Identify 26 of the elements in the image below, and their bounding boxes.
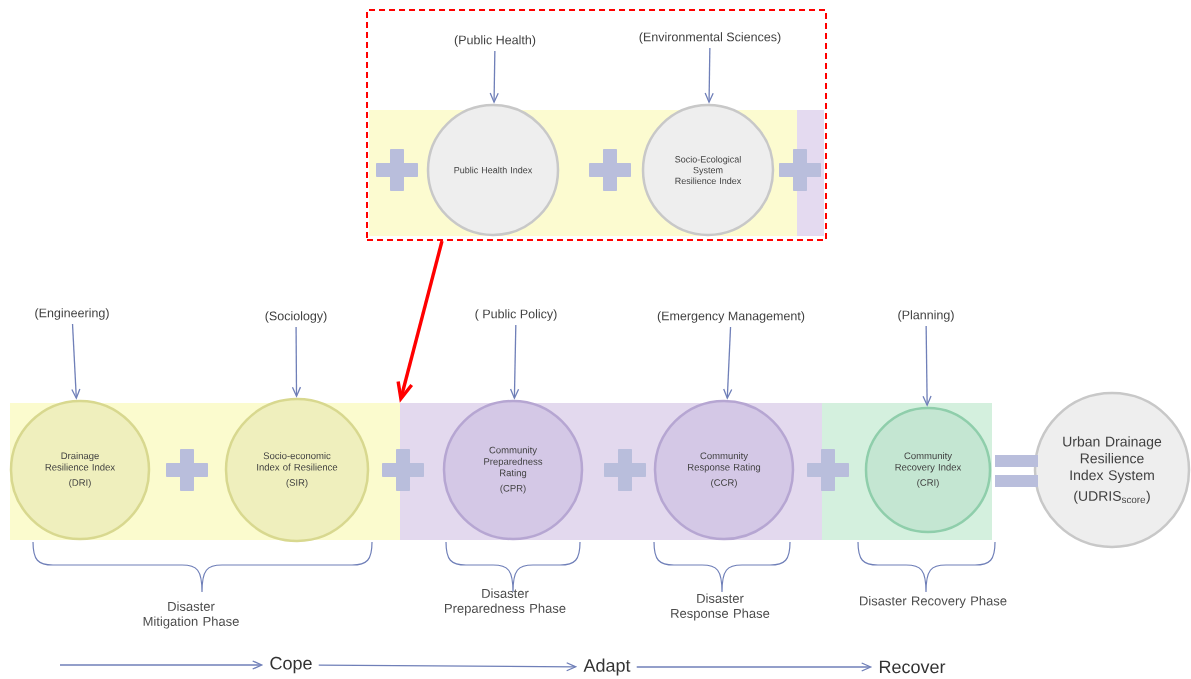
phase-label: Disaster Recovery Phase [860,595,1007,609]
arrow [71,323,81,400]
arrow [704,47,714,104]
arrow [509,324,520,400]
arrow [396,240,444,403]
arrow [636,662,873,672]
discipline-label: (Environmental Sciences) [639,32,781,44]
discipline-label: (Public Health) [454,35,536,47]
stage-label: Cope [270,656,312,674]
arrow [723,326,733,400]
arrow [922,325,932,407]
stage-label: Recover [879,660,946,674]
arrow [318,662,578,672]
phase-label: Disaster Response Phase [671,593,770,621]
phase-label: Disaster Preparedness Phase [445,588,566,616]
arrow [489,50,499,104]
stage-label: Adapt [583,658,631,676]
discipline-label: (Emergency Management) [657,311,805,323]
arrow [59,660,264,670]
discipline-label: (Planning) [898,310,954,322]
discipline-label: (Sociology) [265,311,327,323]
phase-label: Disaster Mitigation Phase [143,601,239,629]
discipline-label: (Engineering) [35,308,109,320]
discipline-label: ( Public Policy) [475,309,557,321]
dashed-frame [366,9,827,241]
arrow [291,326,302,398]
